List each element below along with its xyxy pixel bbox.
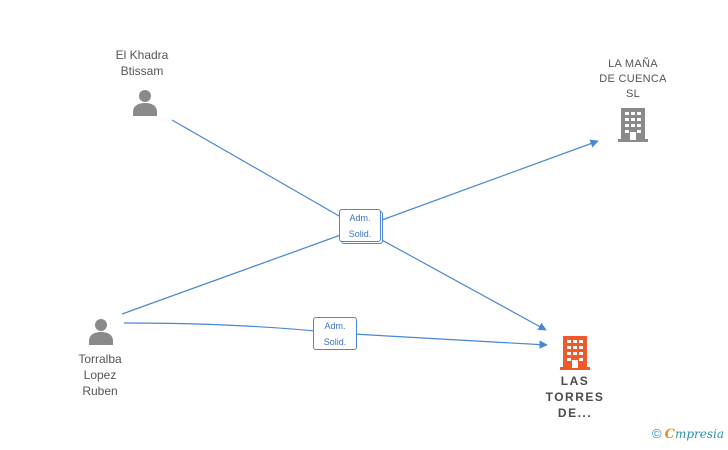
person-icon[interactable]	[131, 88, 159, 116]
edge-badge-adm-solid[interactable]: Adm. Solid.	[313, 317, 357, 350]
badge-line-1: Adm.	[324, 321, 346, 331]
badge-line-2: Solid.	[323, 337, 347, 347]
building-icon-focus[interactable]	[559, 336, 591, 370]
node-label-las-torres[interactable]: LAS TORRES DE...	[545, 374, 605, 420]
empresia-watermark: ©Cmpresia	[652, 426, 724, 442]
brand-logo-text: mpresia	[674, 427, 724, 441]
badge-line-1: Adm.	[349, 213, 371, 223]
brand-logo-initial: C	[664, 427, 675, 442]
node-label-el-khadra[interactable]: El Khadra Btissam	[115, 48, 169, 78]
person-icon[interactable]	[87, 317, 115, 345]
edge-badge-adm-solid[interactable]: Adm. Solid.	[339, 209, 381, 242]
node-label-la-mana[interactable]: LA MAÑA DE CUENCA SL	[599, 58, 667, 100]
copyright-symbol: ©	[651, 426, 662, 441]
building-icon[interactable]	[617, 108, 649, 142]
badge-line-2: Solid.	[348, 229, 372, 239]
node-label-torralba[interactable]: Torralba Lopez Ruben	[78, 352, 122, 398]
